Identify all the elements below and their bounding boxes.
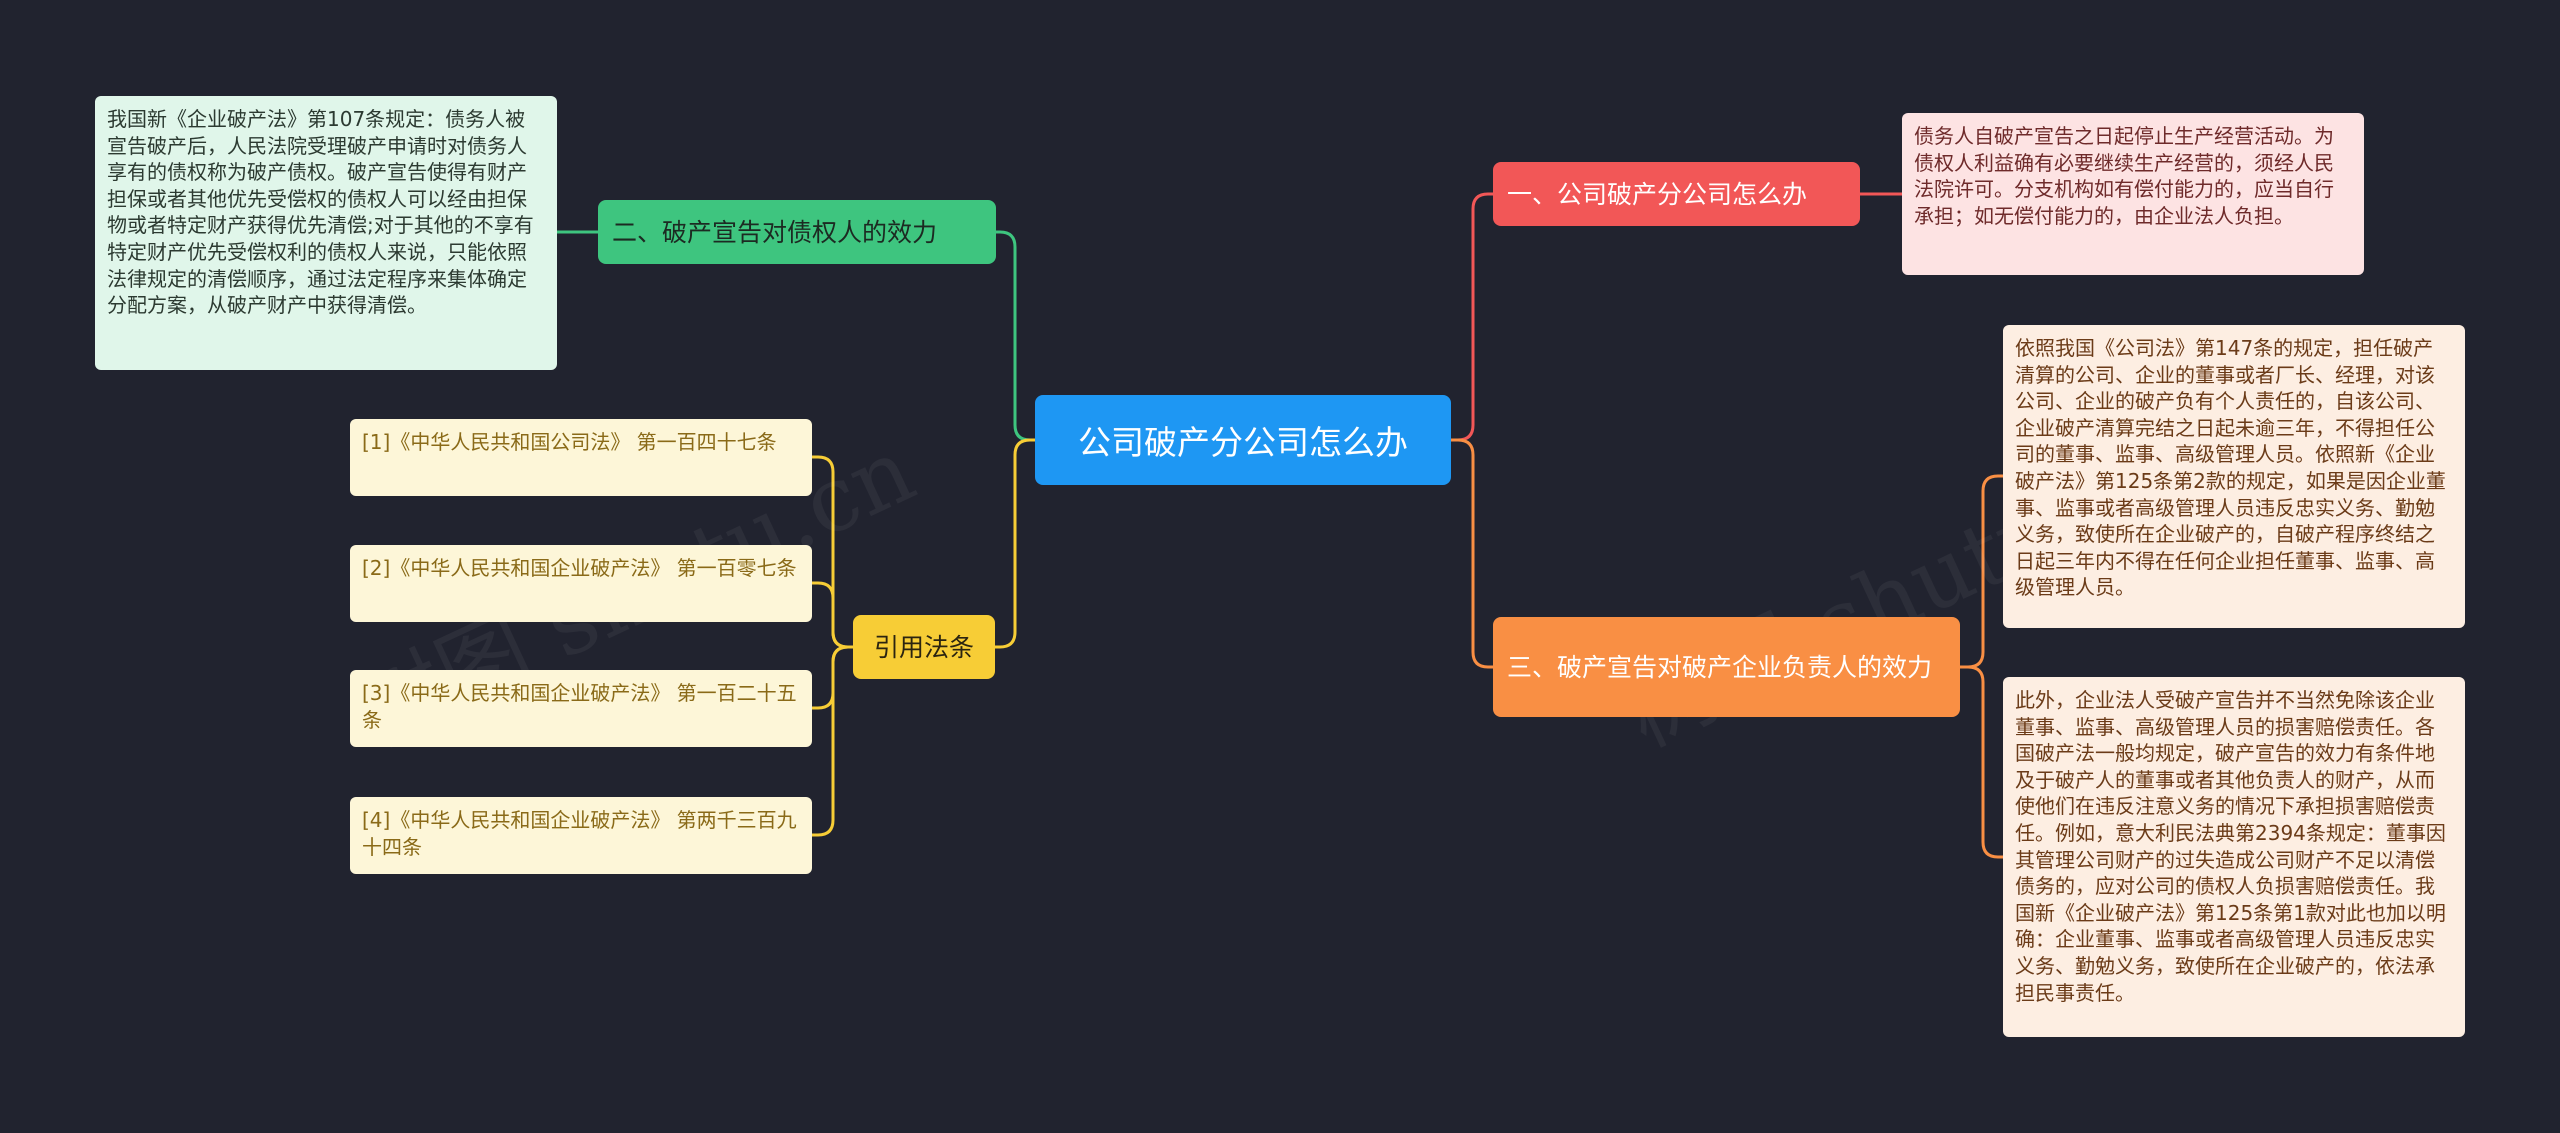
detail-effect-on-officers-1[interactable]: 依照我国《公司法》第147条的规定，担任破产清算的公司、企业的董事或者厂长、经理… [2003,325,2465,628]
detail-effect-on-creditors[interactable]: 我国新《企业破产法》第107条规定：债务人被宣告破产后，人民法院受理破产申请时对… [95,96,557,370]
link-root-citations [995,438,1035,649]
link-root-creditors [996,230,1035,442]
link-officers-detail-2 [1960,665,2003,859]
branch-effect-on-officers[interactable]: 三、破产宣告对破产企业负责人的效力 [1493,617,1960,717]
link-root-branch-company [1451,192,1493,442]
branch-effect-on-creditors[interactable]: 二、破产宣告对债权人的效力 [598,200,996,264]
detail-company-branch[interactable]: 债务人自破产宣告之日起停止生产经营活动。为债权人利益确有必要继续生产经营的，须经… [1902,113,2364,275]
branch-citations[interactable]: 引用法条 [853,615,995,679]
link-citation-2 [812,581,853,649]
link-citation-4 [812,645,853,837]
link-officers-detail-1 [1960,474,2003,669]
link-root-officers [1451,438,1493,669]
citation-item[interactable]: [2]《中华人民共和国企业破产法》 第一百零七条 [350,545,812,622]
detail-effect-on-officers-2[interactable]: 此外，企业法人受破产宣告并不当然免除该企业董事、监事、高级管理人员的损害赔偿责任… [2003,677,2465,1037]
citation-item[interactable]: [1]《中华人民共和国公司法》 第一百四十七条 [350,419,812,496]
branch-company-branch[interactable]: 一、公司破产分公司怎么办 [1493,162,1860,226]
citation-item[interactable]: [4]《中华人民共和国企业破产法》 第两千三百九十四条 [350,797,812,874]
citation-item[interactable]: [3]《中华人民共和国企业破产法》 第一百二十五条 [350,670,812,747]
root-node[interactable]: 公司破产分公司怎么办 [1035,395,1451,485]
